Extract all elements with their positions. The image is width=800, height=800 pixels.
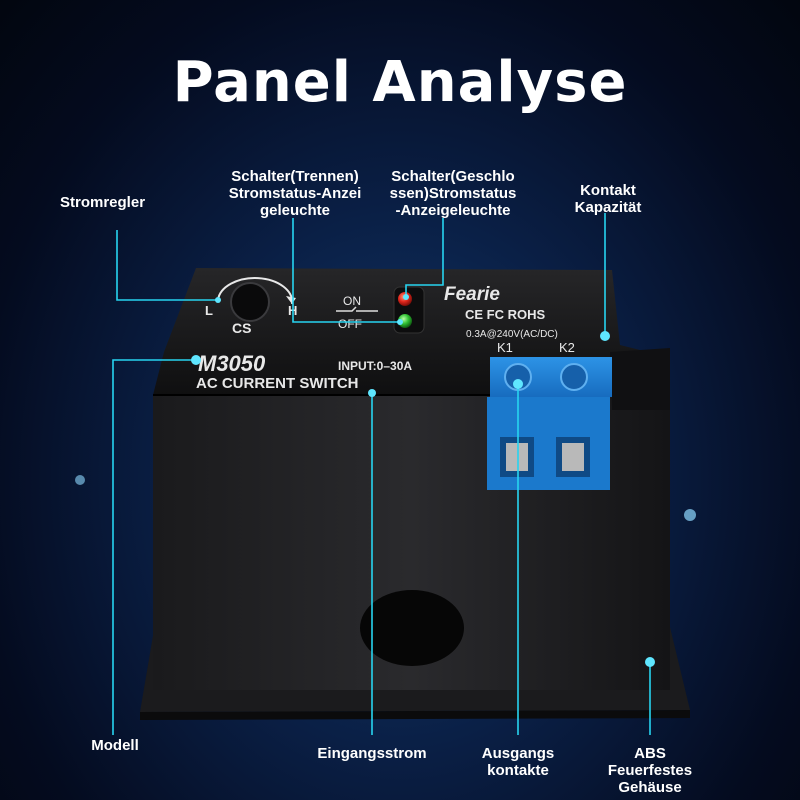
label-modell: Modell xyxy=(91,737,139,754)
page-title: Panel Analyse xyxy=(172,50,628,115)
input-range: INPUT:0–30A xyxy=(338,359,412,373)
on-label: ON xyxy=(343,294,361,308)
label-kontakt-kapazitaet: Kontakt Kapazität xyxy=(574,182,642,216)
terminal-k1-label: K1 xyxy=(497,340,513,355)
label-ausgangskontakte: Ausgangs kontakte xyxy=(481,745,555,779)
label-abs-gehaeuse: ABS Feuerfestes Gehäuse xyxy=(607,745,693,796)
background-glow xyxy=(684,509,696,521)
brand-logo: Fearie xyxy=(444,284,500,305)
callout-dots xyxy=(191,294,655,667)
background-glow xyxy=(75,475,85,485)
contact-rating: 0.3A@240V(AC/DC) xyxy=(466,329,558,340)
current-sensing-hole xyxy=(360,590,464,666)
certification-marks: CE FC ROHS xyxy=(465,307,546,322)
callout-lines xyxy=(112,213,651,735)
label-schalter-geschlossen: Schalter(Geschlo ssen)Stromstatus -Anzei… xyxy=(389,168,517,219)
label-eingangsstrom: Eingangsstrom xyxy=(317,745,427,762)
model-number: M3050 xyxy=(198,351,266,376)
off-label: OFF xyxy=(338,317,362,331)
product-name: AC CURRENT SWITCH xyxy=(196,375,359,392)
label-schalter-trennen: Schalter(Trennen) Stromstatus-Anzei gele… xyxy=(228,168,362,219)
label-stromregler: Stromregler xyxy=(60,194,146,211)
knob-low-label: L xyxy=(205,303,213,318)
knob-cs-label: CS xyxy=(232,320,251,336)
terminal-k2-label: K2 xyxy=(559,340,575,355)
current-adjust-knob xyxy=(230,282,270,322)
